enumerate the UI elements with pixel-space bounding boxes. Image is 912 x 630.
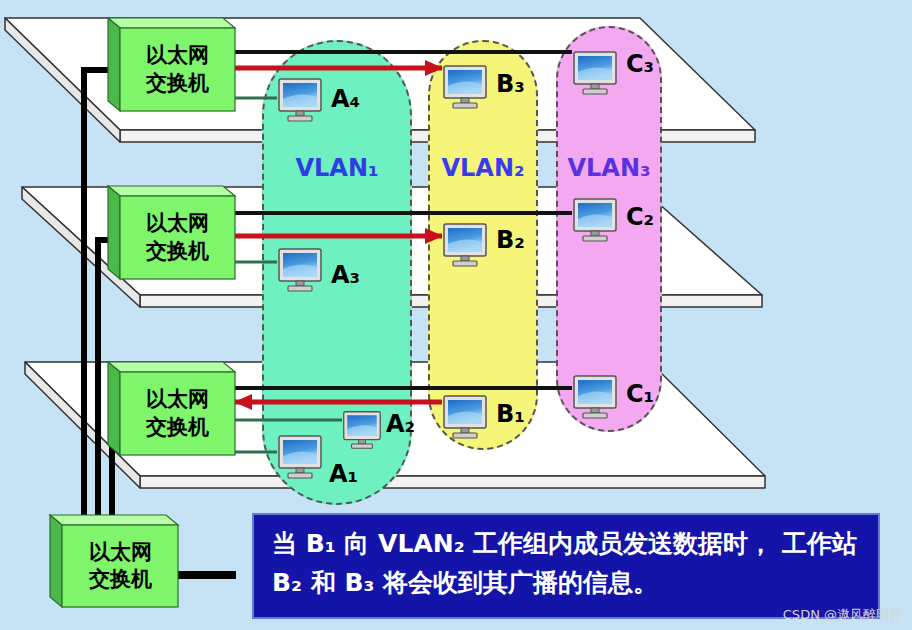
vlan-group: VLAN₃ C₃ C₂ C₁ — [556, 26, 662, 432]
network-link — [235, 451, 277, 454]
caption-box: 当 B₁ 向 VLAN₂ 工作组内成员发送数据时， 工作站 B₂ 和 B₃ 将会… — [252, 513, 880, 619]
switch-label: 以太网 交换机 — [85, 539, 155, 594]
vlan-label: VLAN₂ — [441, 154, 524, 183]
vlan-group: VLAN₂ B₃ B₂ B₁ — [428, 40, 538, 450]
station-name: A₃ — [331, 261, 360, 290]
network-link — [235, 261, 277, 264]
computer-icon — [442, 394, 488, 440]
network-link — [235, 66, 442, 71]
workstation: C₃ — [572, 50, 655, 96]
vlan-label: VLAN₁ — [295, 154, 378, 183]
computer-icon — [572, 50, 618, 96]
network-link — [235, 234, 442, 239]
computer-icon — [442, 222, 488, 268]
station-name: B₂ — [496, 226, 525, 255]
workstation: A₁ — [277, 434, 359, 489]
vlan-label: VLAN₃ — [567, 154, 650, 183]
workstation: B₁ — [442, 394, 525, 440]
network-link — [235, 97, 277, 100]
ethernet-switch: 以太网 交换机 — [120, 372, 235, 455]
ethernet-switch: 以太网 交换机 — [62, 525, 178, 607]
computer-icon — [572, 197, 618, 243]
station-name: A₄ — [331, 85, 360, 114]
network-link — [235, 50, 572, 54]
network-link — [235, 211, 572, 215]
workstation: B₃ — [442, 64, 525, 110]
switch-label: 以太网 交换机 — [143, 210, 213, 265]
network-link — [235, 419, 342, 422]
ethernet-switch: 以太网 交换机 — [120, 28, 235, 111]
workstation: A₄ — [277, 77, 361, 123]
switch-label: 以太网 交换机 — [143, 386, 213, 441]
workstation: A₂ — [342, 410, 416, 450]
workstation: C₂ — [572, 197, 655, 243]
ethernet-switch: 以太网 交换机 — [120, 196, 235, 279]
vlan-group: VLAN₁ A₄ A₃ A₂ A₁ — [262, 40, 412, 505]
computer-icon — [277, 77, 323, 123]
computer-icon — [277, 434, 323, 480]
uplink-wire — [178, 571, 236, 579]
network-link — [235, 386, 572, 390]
computer-icon — [342, 410, 382, 450]
workstation: B₂ — [442, 222, 525, 268]
network-link — [84, 70, 120, 525]
station-name: B₁ — [496, 400, 525, 429]
workstation: C₁ — [572, 374, 655, 420]
network-link — [112, 415, 120, 525]
network-link — [235, 400, 442, 405]
computer-icon — [572, 374, 618, 420]
station-name: B₃ — [496, 70, 525, 99]
station-name: C₃ — [626, 50, 654, 79]
watermark: CSDN @遨风醉明月 — [783, 606, 902, 624]
caption-text: 当 B₁ 向 VLAN₂ 工作组内成员发送数据时， 工作站 B₂ 和 B₃ 将会… — [272, 529, 857, 597]
station-name: C₂ — [626, 203, 654, 232]
computer-icon — [442, 64, 488, 110]
network-link — [98, 240, 120, 525]
station-name: C₁ — [626, 380, 654, 409]
switch-label: 以太网 交换机 — [143, 42, 213, 97]
station-name: A₂ — [386, 410, 415, 439]
workstation: A₃ — [277, 247, 361, 293]
computer-icon — [277, 247, 323, 293]
station-name: A₁ — [329, 460, 358, 489]
